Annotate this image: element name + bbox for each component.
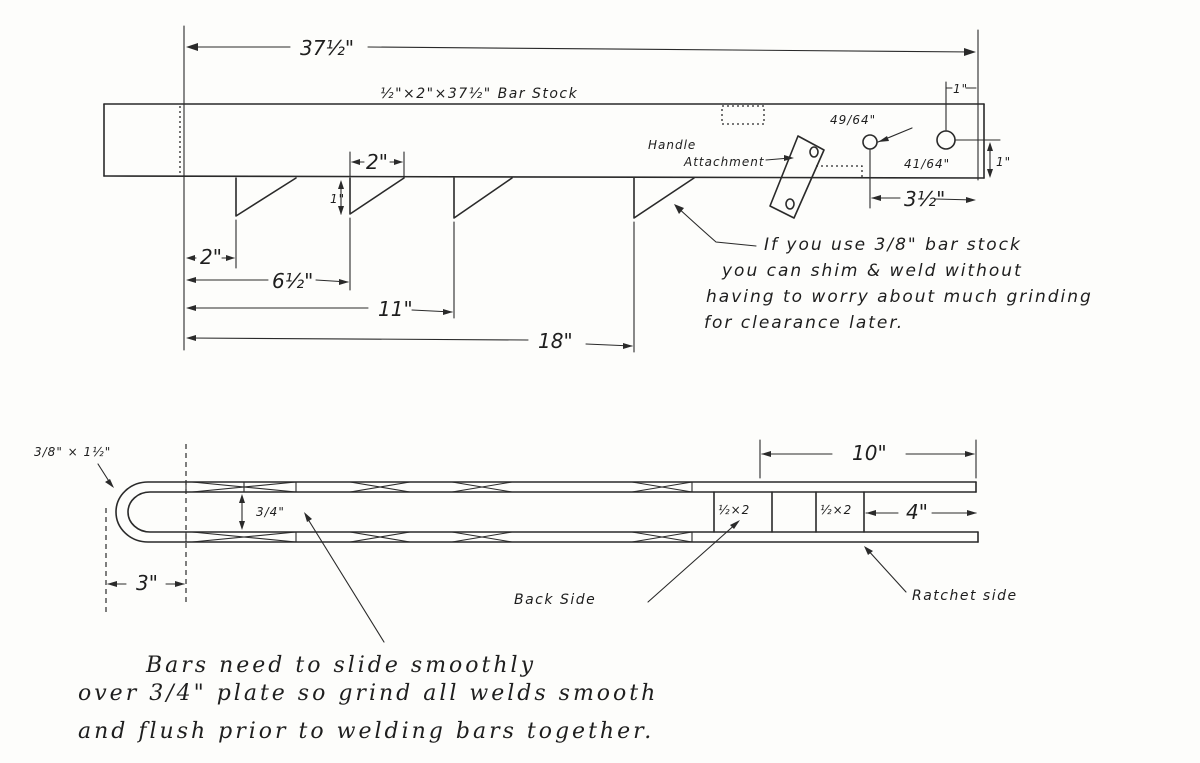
end-holes: 49/64" 41/64" 1" 1" 3½" xyxy=(830,81,1011,211)
dim-3-5-label: 3½" xyxy=(904,187,945,211)
u-bar-assembly xyxy=(105,444,979,614)
ratchet-side-label: Ratchet side xyxy=(912,588,1018,604)
gusset-brackets xyxy=(235,177,695,219)
handle-label-line1: Handle xyxy=(648,138,696,152)
hole-2-label: 41/64" xyxy=(904,157,950,171)
note-line3: having to worry about much grinding xyxy=(706,287,1093,307)
bracket-dimensions: 2" 1" xyxy=(330,150,405,215)
overall-length-label: 37½" xyxy=(300,36,354,60)
hole-1-label: 49/64" xyxy=(830,113,876,127)
footer-line1: Bars need to slide smoothly xyxy=(145,653,536,678)
footer-line3: and flush prior to welding bars together… xyxy=(78,719,654,744)
spacer-2-label: ½×2 xyxy=(820,503,852,517)
dim-3-4-label: 3/4" xyxy=(256,505,285,519)
handle-label-line2: Attachment xyxy=(683,155,765,169)
bar-stock-label: ½"×2"×37½" Bar Stock xyxy=(380,86,578,102)
bracket-width-label: 2" xyxy=(366,150,388,174)
offset-11-label: 11" xyxy=(378,297,413,321)
bar-stock: ½"×2"×37½" Bar Stock xyxy=(103,86,985,179)
end-height-label: 1" xyxy=(996,155,1011,169)
grind-note: Bars need to slide smoothly over 3/4" pl… xyxy=(78,512,658,744)
offset-2-label: 2" xyxy=(200,245,222,269)
spacer-1-label: ½×2 xyxy=(718,503,750,517)
offset-6-5-label: 6½" xyxy=(272,269,313,293)
weld-marks xyxy=(191,481,693,543)
dim-10-label: 10" xyxy=(852,441,887,465)
dim-4-label: 4" xyxy=(906,500,928,524)
bracket-height-label: 1" xyxy=(330,192,345,206)
offset-dimensions: 2" 6½" 11" 18" xyxy=(183,119,635,353)
dim-3-label: 3" xyxy=(136,571,158,595)
handle-attachment: Handle Attachment xyxy=(648,135,863,219)
spacer-blocks: ½×2 ½×2 xyxy=(713,491,865,533)
end-1-label: 1" xyxy=(953,82,968,96)
overall-dimension: 37½" xyxy=(183,25,979,181)
note-line4: for clearance later. xyxy=(704,313,904,333)
shim-note: If you use 3/8" bar stock you can shim &… xyxy=(674,204,1093,333)
bottom-dimensions: 3/8" × 1½" 10" 3/4" 4" 3" xyxy=(34,439,977,595)
bar-size-label: 3/8" × 1½" xyxy=(34,445,111,459)
note-line1: If you use 3/8" bar stock xyxy=(764,235,1022,255)
back-side-label: Back Side xyxy=(514,592,596,608)
note-line2: you can shim & weld without xyxy=(721,261,1023,281)
side-labels: Back Side Ratchet side xyxy=(514,520,1018,608)
footer-line2: over 3/4" plate so grind all welds smoot… xyxy=(78,681,658,706)
offset-18-label: 18" xyxy=(538,329,573,353)
